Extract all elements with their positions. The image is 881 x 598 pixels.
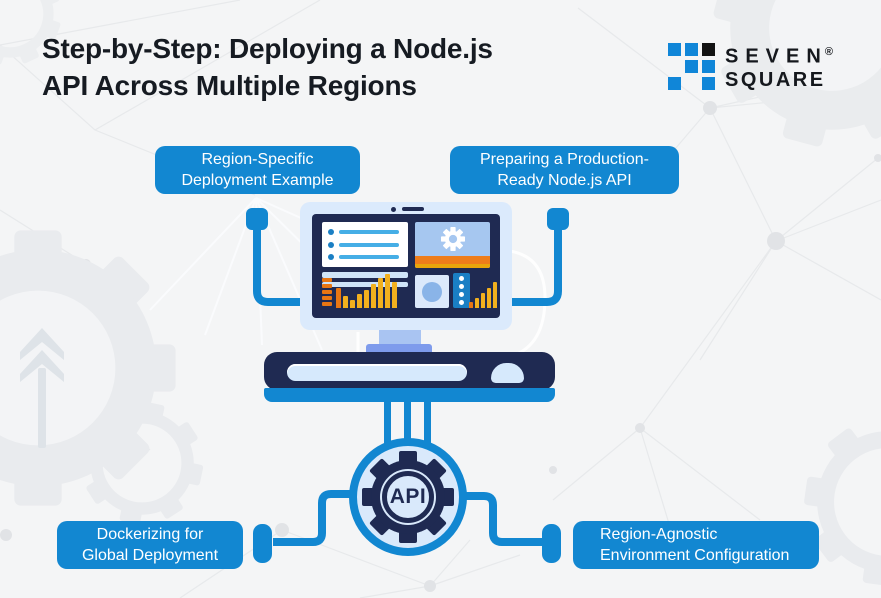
divider-bar	[322, 272, 408, 278]
divider-bar	[322, 282, 408, 287]
step-connectors	[253, 228, 562, 546]
dots-panel	[453, 273, 470, 308]
step-label-line: Region-Specific	[201, 151, 314, 168]
speaker-dash-icon	[402, 207, 424, 211]
logo-square	[702, 42, 715, 56]
circle-chart-icon	[422, 281, 442, 302]
ascending-bar-chart	[469, 277, 499, 308]
cable-1	[384, 396, 391, 448]
step-label-line: Deployment Example	[181, 172, 334, 189]
bullet-icon	[328, 254, 334, 261]
step-box-dockerizing: Dockerizing for Global Deployment	[57, 521, 243, 569]
logo-square	[668, 42, 681, 56]
connector-node-right	[547, 208, 569, 230]
step-box-region-specific-deployment: Region-Specific Deployment Example	[155, 146, 360, 194]
list-item	[328, 228, 408, 235]
circle-panel	[415, 275, 449, 308]
step-box-region-agnostic-config: Region-Agnostic Environment Configuratio…	[573, 521, 819, 569]
list-item	[328, 254, 408, 261]
step-label-line: Dockerizing for	[96, 526, 204, 543]
text-line	[339, 255, 399, 260]
keyboard	[287, 364, 467, 381]
logo-wordmark: SEVEN® SQUARE	[725, 41, 833, 92]
logo-square	[702, 76, 715, 90]
registered-mark: ®	[824, 46, 833, 58]
title-line-2: API Across Multiple Regions	[42, 70, 417, 101]
monitor	[300, 202, 512, 330]
text-line	[339, 242, 399, 247]
api-gear-badge: API	[349, 438, 467, 556]
step-label-line: Preparing a Production-	[480, 151, 649, 168]
logo-word-seven: SEVEN	[725, 45, 828, 68]
text-line	[339, 229, 399, 234]
monitor-cables	[356, 248, 547, 358]
list-panel	[322, 222, 408, 267]
bullet-icon	[328, 241, 334, 248]
arrow-decoration	[20, 328, 64, 448]
page-title: Step-by-Step: Deploying a Node.js API Ac…	[42, 30, 493, 104]
connector-node-left	[246, 208, 268, 230]
gear-decoration-lower-left	[69, 390, 215, 536]
step-label-line: Global Deployment	[81, 547, 219, 564]
gear-decoration-top-right	[686, 0, 881, 174]
logo-squares-icon	[668, 42, 715, 90]
step-label-line: Region-Agnostic	[600, 526, 718, 543]
title-line-1: Step-by-Step: Deploying a Node.js	[42, 33, 493, 64]
logo-square	[702, 59, 715, 73]
step-label-line: Environment Configuration	[600, 547, 790, 564]
list-item	[328, 241, 408, 248]
logo-word-square: SQUARE	[725, 68, 826, 91]
api-gear-icon	[362, 451, 454, 543]
bullet-icon	[328, 228, 334, 235]
logo-square	[685, 59, 698, 73]
gear-decoration-top-left	[0, 0, 76, 80]
api-label: API	[389, 485, 427, 508]
cable-2	[404, 396, 411, 452]
connector-pill-bottom-left	[253, 524, 272, 563]
cable-3	[424, 396, 431, 448]
desk-edge-strip	[264, 388, 555, 402]
mouse	[491, 363, 524, 383]
amber-strip	[415, 264, 490, 268]
gear-panel	[415, 222, 490, 268]
logo-square	[668, 76, 681, 90]
stacked-segments	[322, 278, 332, 308]
connector-pill-bottom-right	[542, 524, 561, 563]
logo-square	[685, 42, 698, 56]
gear-icon	[440, 227, 465, 251]
camera-dot-icon	[391, 207, 396, 212]
orange-strip	[415, 256, 490, 264]
step-box-production-ready-api: Preparing a Production- Ready Node.js AP…	[450, 146, 679, 194]
dashboard-screen	[312, 214, 500, 318]
step-label-line: Ready Node.js API	[497, 172, 632, 189]
bar-chart	[336, 274, 398, 308]
seven-square-logo: SEVEN® SQUARE	[668, 41, 833, 92]
gear-decoration-bottom-right	[794, 408, 881, 596]
